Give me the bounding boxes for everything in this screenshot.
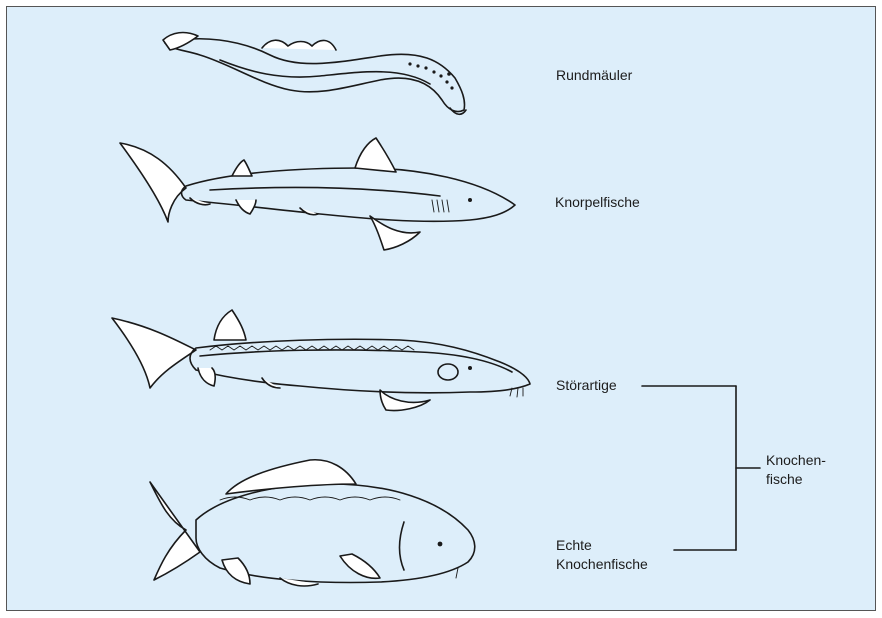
label-knorpelfische: Knorpelfische <box>555 193 640 212</box>
sturgeon-illustration <box>112 310 530 411</box>
label-echte: Echte <box>556 536 592 555</box>
label-rundmaeuler: Rundmäuler <box>556 66 632 85</box>
label-knochen: Knochen- <box>766 451 826 470</box>
label-stoerartige: Störartige <box>556 376 617 395</box>
shark-illustration <box>120 138 515 250</box>
label-fische: fische <box>766 470 803 489</box>
carp-illustration <box>150 460 475 586</box>
label-knochenfische-echte: Knochenfische <box>556 555 648 574</box>
lamprey-illustration <box>163 33 466 115</box>
knochenfische-bracket <box>642 386 760 550</box>
